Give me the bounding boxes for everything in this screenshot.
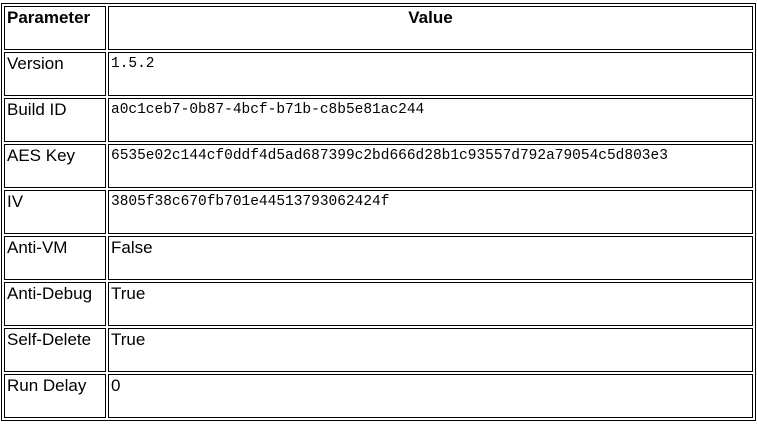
param-name: Build ID bbox=[4, 98, 106, 142]
table-row-run-delay: Run Delay 0 bbox=[4, 374, 753, 418]
table-row-build-id: Build ID a0c1ceb7-0b87-4bcf-b71b-c8b5e81… bbox=[4, 98, 753, 142]
header-value: Value bbox=[108, 6, 753, 50]
param-name: AES Key bbox=[4, 144, 106, 188]
param-value: True bbox=[108, 282, 753, 326]
param-name: IV bbox=[4, 190, 106, 234]
table-row-anti-vm: Anti-VM False bbox=[4, 236, 753, 280]
table-row-anti-debug: Anti-Debug True bbox=[4, 282, 753, 326]
table-row-self-delete: Self-Delete True bbox=[4, 328, 753, 372]
param-name: Run Delay bbox=[4, 374, 106, 418]
header-parameter: Parameter bbox=[4, 6, 106, 50]
table-row-aes-key: AES Key 6535e02c144cf0ddf4d5ad687399c2bd… bbox=[4, 144, 753, 188]
table-row-iv: IV 3805f38c670fb701e44513793062424f bbox=[4, 190, 753, 234]
param-name: Self-Delete bbox=[4, 328, 106, 372]
param-name: Anti-Debug bbox=[4, 282, 106, 326]
config-table: Parameter Value Version 1.5.2 Build ID a… bbox=[1, 3, 756, 421]
param-value: False bbox=[108, 236, 753, 280]
param-value: a0c1ceb7-0b87-4bcf-b71b-c8b5e81ac244 bbox=[108, 98, 753, 142]
table-row-version: Version 1.5.2 bbox=[4, 52, 753, 96]
param-value: 3805f38c670fb701e44513793062424f bbox=[108, 190, 753, 234]
param-value: True bbox=[108, 328, 753, 372]
param-value: 0 bbox=[108, 374, 753, 418]
header-row: Parameter Value bbox=[4, 6, 753, 50]
param-value: 1.5.2 bbox=[108, 52, 753, 96]
param-value: 6535e02c144cf0ddf4d5ad687399c2bd666d28b1… bbox=[108, 144, 753, 188]
param-name: Version bbox=[4, 52, 106, 96]
param-name: Anti-VM bbox=[4, 236, 106, 280]
